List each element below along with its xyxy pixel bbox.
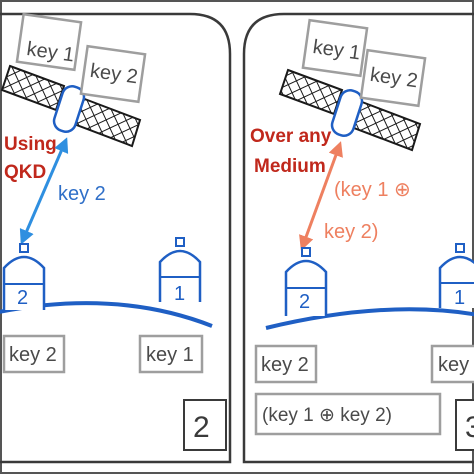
solar-panel-right (352, 100, 422, 152)
ground-station-icon (158, 237, 202, 302)
link-line-2: key 2) (324, 221, 378, 243)
satellite-icon (278, 68, 422, 152)
station-number-right: 1 (174, 283, 185, 305)
satellite-body (330, 89, 364, 137)
ground-station-icon (2, 243, 46, 310)
panel-2-border (0, 12, 232, 464)
panel-3: key 1 key 2 Over any Medium (key 1 ⊕ key… (242, 12, 474, 464)
double-arrow-icon (19, 137, 69, 245)
panel-2: key 1 key 2 Using QKD key 2 2 1 key 2 ke… (0, 12, 232, 464)
panel-3-border (242, 12, 474, 464)
panel-number-box (183, 399, 227, 451)
link-label: key 2 (58, 183, 106, 205)
ground-key-left-box (2, 334, 66, 374)
ground-key-right-label: key 1 (146, 344, 194, 366)
ground-key-left-label: key 2 (261, 354, 309, 376)
satellite-key-1-box (301, 18, 369, 78)
ground-key-right-box (430, 344, 474, 384)
station-number-left: 2 (299, 291, 310, 313)
ground-key-left-box (254, 344, 318, 384)
satellite-body (52, 85, 86, 133)
station-number-left: 2 (17, 287, 28, 309)
solar-panel-right (72, 96, 142, 148)
ground-station-icon (438, 243, 474, 308)
ground-key-right-box (138, 334, 204, 374)
earth-surface (265, 307, 474, 330)
double-arrow-icon (299, 141, 343, 251)
method-line-2: QKD (4, 162, 46, 183)
panel-number: 3 (465, 411, 474, 444)
solar-panel-left (0, 64, 66, 112)
ground-station-icon (284, 247, 328, 316)
ground-key-right-label: key 1 (438, 354, 474, 376)
link-line-1: (key 1 ⊕ (334, 179, 411, 201)
method-line-2: Medium (254, 156, 326, 177)
satellite-key-2-box (359, 48, 427, 108)
method-line-1: Using (4, 134, 57, 155)
panel-number: 2 (193, 411, 210, 444)
solar-panel-left (278, 68, 344, 116)
satellite-key-1-box (15, 12, 83, 72)
ground-key-left-label: key 2 (9, 344, 57, 366)
station-number-right: 1 (454, 287, 465, 309)
satellite-key-2-box (79, 44, 147, 104)
method-line-1: Over any (250, 126, 332, 147)
panel-number-box (455, 399, 474, 451)
combined-key-label: (key 1 ⊕ key 2) (262, 405, 392, 426)
combined-key-box (254, 392, 442, 436)
satellite-icon (0, 64, 142, 148)
